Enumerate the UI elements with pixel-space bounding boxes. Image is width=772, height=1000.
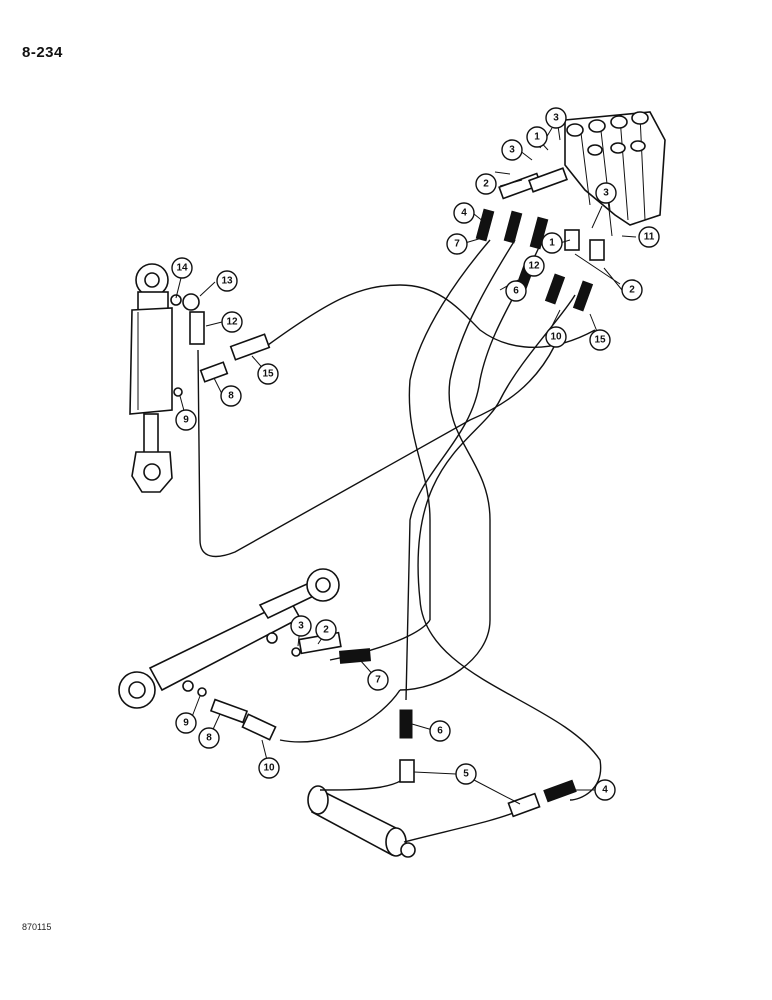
callout-number: 3 <box>509 145 515 156</box>
callout-1b: 1 <box>541 232 563 254</box>
callout-11: 11 <box>638 226 660 248</box>
callout-number: 4 <box>602 785 608 796</box>
callout-number: 5 <box>463 769 469 780</box>
callout-number: 6 <box>513 286 519 297</box>
callout-number: 3 <box>553 113 559 124</box>
left-cylinder <box>129 263 173 493</box>
callout-9b: 9 <box>175 712 197 734</box>
callout-8a: 8 <box>220 385 242 407</box>
callout-number: 15 <box>262 369 274 380</box>
callout-6a: 6 <box>505 280 527 302</box>
callout-number: 2 <box>323 625 329 636</box>
callout-10b: 10 <box>258 757 280 779</box>
callout-number: 6 <box>437 726 443 737</box>
callout-2b: 2 <box>621 279 643 301</box>
callout-8b: 8 <box>198 727 220 749</box>
callout-number: 14 <box>176 263 188 274</box>
lower-cylinder <box>118 568 340 709</box>
callout-4a: 4 <box>453 202 475 224</box>
callout-number: 12 <box>528 261 540 272</box>
callout-12a: 12 <box>523 255 545 277</box>
callout-number: 11 <box>644 232 655 243</box>
callout-15a: 15 <box>589 329 611 351</box>
callout-3a: 3 <box>501 139 523 161</box>
callout-number: 10 <box>550 332 562 343</box>
callout-1a: 1 <box>526 126 548 148</box>
hose-lines <box>197 239 602 843</box>
callout-6b: 6 <box>429 720 451 742</box>
callout-number: 1 <box>534 132 540 143</box>
callout-number: 1 <box>549 238 555 249</box>
callout-number: 3 <box>603 188 609 199</box>
callout-number: 8 <box>206 733 212 744</box>
callout-number: 13 <box>221 276 233 287</box>
callout-number: 8 <box>228 391 234 402</box>
callout-number: 10 <box>263 763 275 774</box>
figure-code: 870115 <box>22 922 52 932</box>
callout-13: 13 <box>216 270 238 292</box>
callout-number: 12 <box>226 317 238 328</box>
callout-number: 3 <box>298 621 304 632</box>
callout-number: 2 <box>629 285 635 296</box>
callout-3c: 3 <box>595 182 617 204</box>
bottom-cylinder <box>307 785 416 858</box>
callout-number: 2 <box>483 179 489 190</box>
callout-10a: 10 <box>545 326 567 348</box>
callout-number: 15 <box>594 335 606 346</box>
callout-12b: 12 <box>221 311 243 333</box>
page-number: 8-234 <box>22 44 63 61</box>
callout-2a: 2 <box>475 173 497 195</box>
callout-7b: 7 <box>367 669 389 691</box>
callout-number: 9 <box>183 415 189 426</box>
callout-number: 7 <box>454 239 460 250</box>
callout-2c: 2 <box>315 619 337 641</box>
callout-5: 5 <box>455 763 477 785</box>
control-valve <box>564 111 666 226</box>
callout-number: 9 <box>183 718 189 729</box>
callout-4b: 4 <box>594 779 616 801</box>
callout-number: 4 <box>461 208 467 219</box>
fittings <box>170 167 605 818</box>
callout-3b: 3 <box>545 107 567 129</box>
callout-14: 14 <box>171 257 193 279</box>
callout-number: 7 <box>375 675 381 686</box>
callout-7a: 7 <box>446 233 468 255</box>
callout-9a: 9 <box>175 409 197 431</box>
leader-lines <box>175 125 637 805</box>
callout-3d: 3 <box>290 615 312 637</box>
callout-15b: 15 <box>257 363 279 385</box>
